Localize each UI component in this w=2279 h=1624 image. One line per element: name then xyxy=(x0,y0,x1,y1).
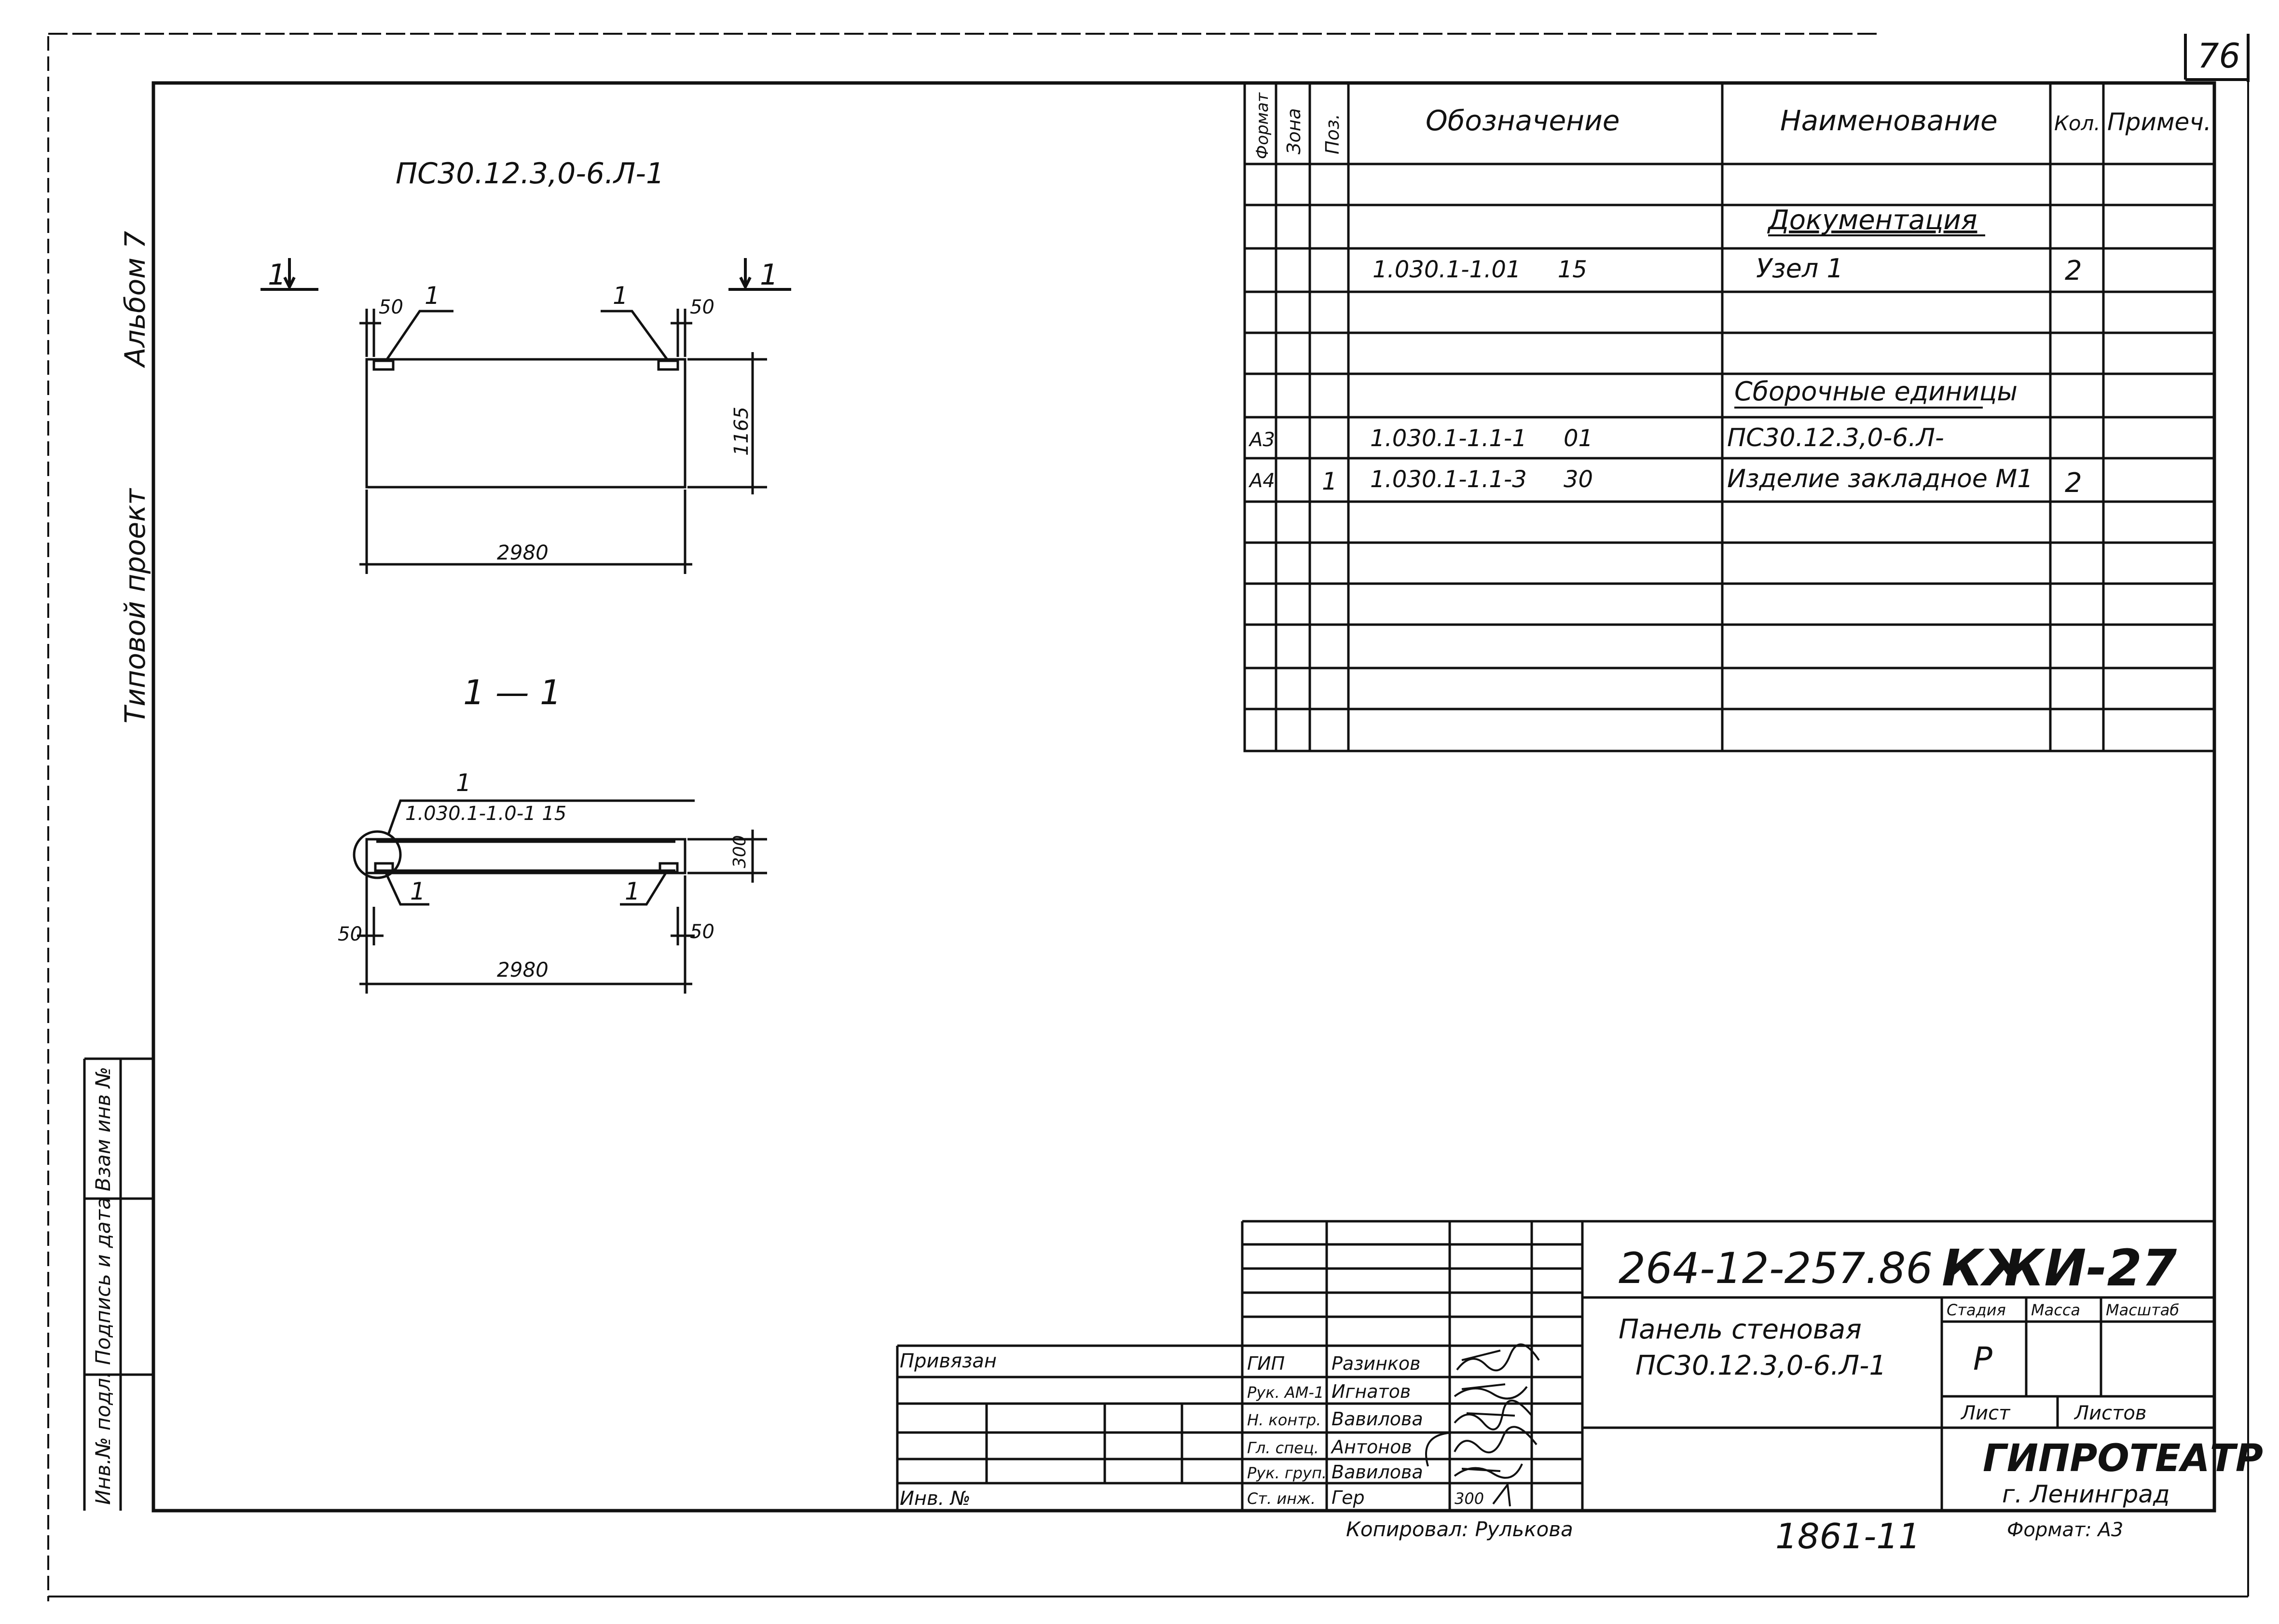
person-role: Н. контр. xyxy=(1247,1411,1321,1429)
person-role: Рук. груп. xyxy=(1247,1464,1327,1482)
section-leader-num: 1 xyxy=(456,769,471,797)
spec-header-note: Примеч. xyxy=(2107,108,2211,136)
leader-top-left: 1 xyxy=(425,282,440,310)
spec-row-name: Изделие закладное М1 xyxy=(1727,464,2033,493)
project-label: Типовой проект xyxy=(119,488,151,723)
drawing-title: ПС30.12.3,0-6.Л-1 xyxy=(396,157,664,191)
spec-row-name: Документация xyxy=(1767,205,1977,236)
signatures xyxy=(1425,1343,1540,1507)
sheets-label: Листов xyxy=(2073,1402,2146,1424)
stage-header: Стадия xyxy=(1947,1301,2006,1319)
side-strip xyxy=(83,1057,153,1511)
mass-header: Масса xyxy=(2031,1301,2080,1319)
spec-row-format: А3 xyxy=(1248,429,1275,451)
sheet-number: 76 xyxy=(2197,36,2240,76)
section-leader-ref: 1.030.1-1.0-1 15 xyxy=(405,803,566,825)
people-list: ГИП Разинков Рук. АМ-1 Игнатов Н. контр.… xyxy=(1247,1353,1423,1508)
spec-row-name: Узел 1 xyxy=(1756,253,1843,284)
section-length: 2980 xyxy=(497,958,549,982)
person-role: ГИП xyxy=(1247,1353,1285,1374)
spec-rows: Документация 1.030.1-1.01 15 Узел 1 2 Сб… xyxy=(1248,205,2082,499)
section-thickness: 300 xyxy=(730,835,750,868)
dim-top-right: 50 xyxy=(690,296,714,318)
copied-by: Копировал: Рулькова xyxy=(1346,1517,1573,1541)
section-dim-left: 50 xyxy=(338,923,362,945)
spec-header-designation: Обозначение xyxy=(1426,104,1620,137)
section-mark-left-num: 1 xyxy=(268,258,286,292)
format-label: Формат: А3 xyxy=(2007,1519,2123,1541)
section-mark-right-num: 1 xyxy=(760,258,778,292)
person-name: Вавилова xyxy=(1332,1408,1423,1430)
panel-section xyxy=(353,799,767,994)
object-code: ПС30.12.3,0-6.Л-1 xyxy=(1635,1350,1886,1381)
bound-label: Привязан xyxy=(900,1350,997,1372)
sheet-label: Лист xyxy=(1960,1402,2011,1424)
spec-row-pos: 1 xyxy=(1322,467,1337,495)
spec-table-grid xyxy=(1243,82,2216,752)
person-name: Вавилова xyxy=(1332,1461,1423,1483)
dim-top-left: 50 xyxy=(379,296,403,318)
archive-number: 1861-11 xyxy=(1775,1516,1921,1556)
org-name: ГИПРОТЕАТР xyxy=(1983,1437,2263,1480)
section-mark-right xyxy=(728,258,791,291)
person-role: Рук. АМ-1 xyxy=(1247,1383,1324,1402)
person-role: Ст. инж. xyxy=(1247,1489,1316,1508)
sheet-number-box xyxy=(2184,34,2250,82)
main-frame xyxy=(151,81,2216,1513)
spec-row-designation: 1.030.1-1.01 15 xyxy=(1373,256,1587,283)
stamp-inv-label: Инв.№ подл. xyxy=(91,1372,115,1505)
person-name: Игнатов xyxy=(1332,1381,1411,1402)
spec-row-format: А4 xyxy=(1248,470,1275,492)
person-name: Гер xyxy=(1332,1487,1365,1508)
dim-height: 1165 xyxy=(730,407,753,456)
spec-header-name: Наименование xyxy=(1780,104,1998,137)
spec-header-zone: Зона xyxy=(1283,108,1304,154)
org-city: г. Ленинград xyxy=(2002,1480,2170,1508)
object-title: Панель стеновая xyxy=(1619,1314,1862,1345)
spec-row-designation: 1.030.1-1.1-1 01 xyxy=(1370,425,1593,452)
person-role: Гл. спец. xyxy=(1247,1439,1319,1457)
panel-elevation xyxy=(359,309,767,574)
spec-row-name: ПС30.12.3,0-6.Л- xyxy=(1727,423,1944,452)
stamp-sign-label: Подпись и дата xyxy=(91,1197,115,1365)
leader-top-right: 1 xyxy=(613,282,628,310)
doc-code: 264-12-257.86 xyxy=(1619,1243,1933,1293)
spec-header-format: Формат xyxy=(1253,92,1272,159)
person-name: Антонов xyxy=(1330,1436,1412,1458)
dim-length: 2980 xyxy=(497,541,549,564)
person-name: Разинков xyxy=(1332,1353,1421,1374)
section-mark-left xyxy=(261,258,318,291)
album-label: Альбом 7 xyxy=(119,231,151,368)
spec-header-pos: Поз. xyxy=(1322,114,1343,154)
outer-border xyxy=(47,33,2249,1601)
spec-row-name: Сборочные единицы xyxy=(1734,376,2018,407)
section-leader-bottom-left: 1 xyxy=(410,877,426,905)
section-dim-right: 50 xyxy=(690,921,714,943)
spec-row-qty: 2 xyxy=(2065,467,2082,499)
signature-extra: 300 xyxy=(1455,1489,1484,1508)
sheet-code: КЖИ-27 xyxy=(1942,1239,2177,1297)
spec-header-qty: Кол. xyxy=(2054,111,2101,135)
spec-row-designation: 1.030.1-1.1-3 30 xyxy=(1370,466,1593,493)
title-block-grid xyxy=(896,1220,2214,1511)
section-label: 1 — 1 xyxy=(463,673,562,712)
stage-value: Р xyxy=(1973,1340,1992,1378)
stamp-replace-label: Взам инв № xyxy=(91,1067,115,1191)
section-leader-bottom-right: 1 xyxy=(625,877,640,905)
spec-row-qty: 2 xyxy=(2065,255,2082,287)
inv-label: Инв. № xyxy=(900,1488,971,1510)
scale-header: Масштаб xyxy=(2106,1301,2179,1319)
